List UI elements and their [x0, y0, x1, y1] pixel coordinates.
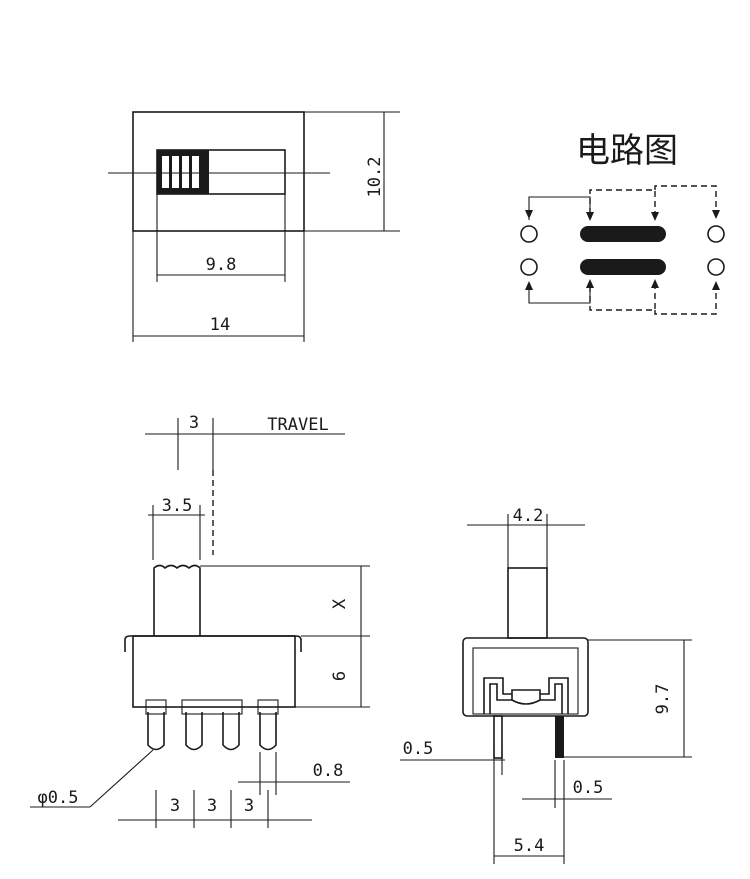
pin-base-center [181, 699, 243, 715]
dim-top-height: 10.2 [365, 157, 385, 198]
pin-3 [222, 712, 240, 751]
pin-4 [259, 712, 277, 751]
contact-bar-bottom [580, 259, 666, 275]
dim-pin-thickness: 0.8 [313, 761, 344, 781]
travel-label: TRAVEL [267, 415, 328, 435]
side-pin-left [493, 715, 503, 759]
inner-contact-left [483, 677, 512, 714]
top-view: 10.2 9.8 14 [108, 111, 400, 342]
side-housing [462, 637, 589, 717]
top-body-outline [132, 111, 305, 232]
dim-actuator-x: X [330, 598, 350, 609]
front-actuator [153, 564, 201, 636]
front-body-flange [124, 635, 302, 652]
terminal-left-top [520, 225, 538, 243]
side-view: 4.2 9.7 0.5 0.5 5.4 [400, 506, 692, 864]
dim-top-width: 14 [210, 315, 230, 335]
dim-side-pin-right: 0.5 [573, 778, 604, 798]
dim-side-pin-span: 5.4 [514, 836, 545, 856]
pin-2 [185, 712, 203, 751]
slider-knob [157, 150, 209, 194]
terminal-right-bottom [707, 258, 725, 276]
circuit-diagram: 电路图 [520, 131, 725, 315]
front-view: TRAVEL 3 3.5 X 6 φ0.5 [30, 413, 370, 828]
dim-actuator-width: 3.5 [162, 496, 193, 516]
pin-diameter-leader [89, 749, 154, 808]
pin-base-4 [257, 699, 279, 715]
dim-side-height: 9.7 [653, 684, 673, 715]
terminal-left-bottom [520, 258, 538, 276]
dim-travel: 3 [189, 413, 199, 433]
terminal-right-top [707, 225, 725, 243]
dim-side-actuator-width: 4.2 [513, 506, 544, 526]
side-actuator [507, 567, 548, 639]
pin-base-1 [145, 699, 167, 715]
front-body [132, 635, 296, 708]
inner-slider [511, 689, 541, 705]
dim-pin-diameter: φ0.5 [38, 788, 79, 808]
circuit-title: 电路图 [576, 131, 678, 171]
dim-body-height: 6 [330, 671, 350, 681]
side-pin-right [555, 716, 564, 758]
dim-side-pin-left: 0.5 [403, 739, 434, 759]
dim-pitch-3: 3 [244, 796, 254, 816]
dim-top-slot-width: 9.8 [206, 255, 237, 275]
dim-pitch-2: 3 [207, 796, 217, 816]
contact-bar-top [580, 226, 666, 242]
side-housing-inner [472, 647, 579, 715]
pin-1 [147, 712, 165, 751]
inner-contact-right [540, 677, 569, 714]
dim-pitch-1: 3 [170, 796, 180, 816]
